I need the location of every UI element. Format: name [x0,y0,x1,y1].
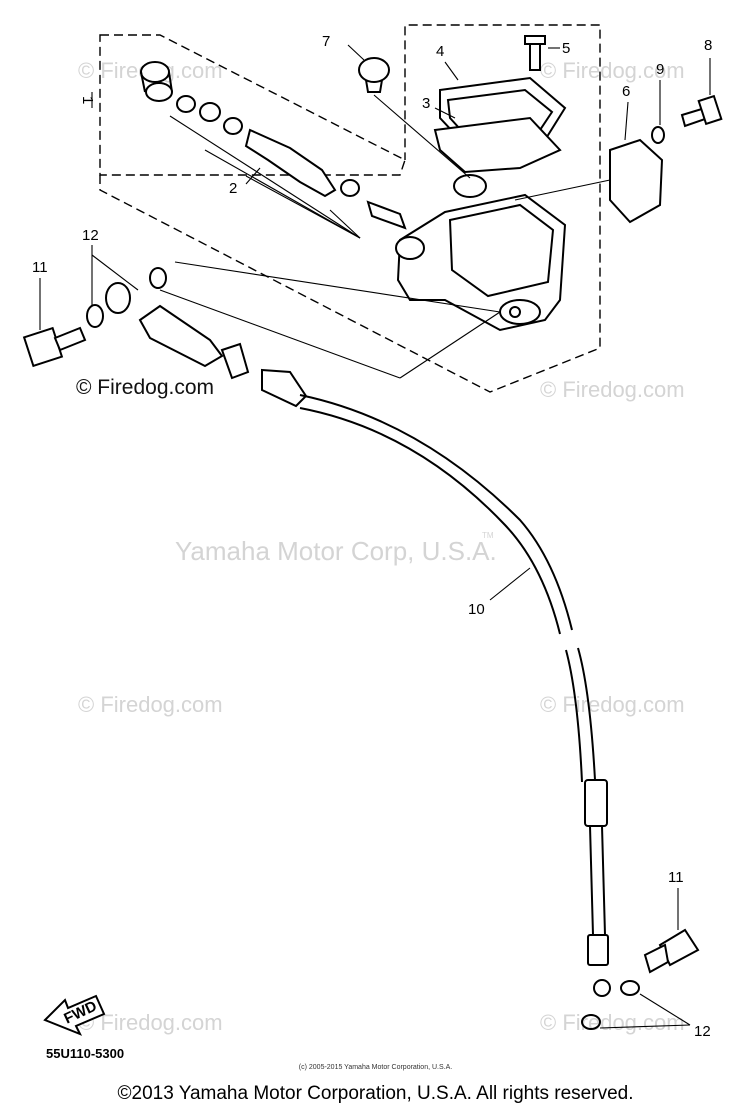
washers-lower [581,980,691,1030]
master-cylinder-body [395,174,567,332]
watermark-firedog-lower-right: © Firedog.com [540,692,685,717]
rubber-cap-part [358,57,471,179]
piston-kit-parts [140,61,407,230]
callout-12-lower: 12 [694,1023,711,1040]
callout-8: 8 [704,37,712,54]
clamp-holder-part [514,138,664,224]
callout-12-upper: 12 [82,227,99,244]
diagram-code: 55U110-5300 [46,1046,125,1061]
watermark-firedog-mid-right: © Firedog.com [540,377,685,402]
watermark-firedog-top-right: © Firedog.com [540,58,685,83]
footer-copyright: ©2013 Yamaha Motor Corporation, U.S.A. A… [117,1083,634,1104]
reservoir-cap [433,35,567,174]
callout-5: 5 [562,40,570,57]
watermark-firedog-bottom-right: © Firedog.com [540,1010,685,1035]
watermark-firedog-dark: © Firedog.com [76,376,215,399]
callout-9: 9 [656,61,664,78]
callout-11-upper: 11 [32,259,48,276]
small-copyright: (c) 2005-2015 Yamaha Motor Corporation, … [298,1064,453,1071]
piston-kit-leaders [169,115,361,239]
callout-6: 6 [622,83,630,100]
brake-hose [105,282,611,997]
assembly-outline-master-cylinder [99,24,601,393]
banjo-bolt-lower [643,928,700,974]
washers-upper [86,261,501,379]
callout-7: 7 [322,33,330,50]
assembly-outline-piston-kit [99,34,406,176]
callout-leaders [39,44,711,930]
clamp-washer-part [651,126,665,144]
clamp-bolt-part [680,94,723,128]
callout-11-lower: 11 [668,869,684,886]
callout-1: 1 [79,96,96,104]
watermark-tm: TM [482,531,494,540]
watermark-firedog-lower-left: © Firedog.com [78,692,223,717]
banjo-bolt-upper [22,326,87,368]
callout-2: 2 [229,180,237,197]
callout-10: 10 [468,601,485,618]
watermark-yamaha: Yamaha Motor Corp, U.S.A. [175,536,497,566]
callout-3: 3 [422,95,430,112]
callout-4: 4 [436,43,444,60]
